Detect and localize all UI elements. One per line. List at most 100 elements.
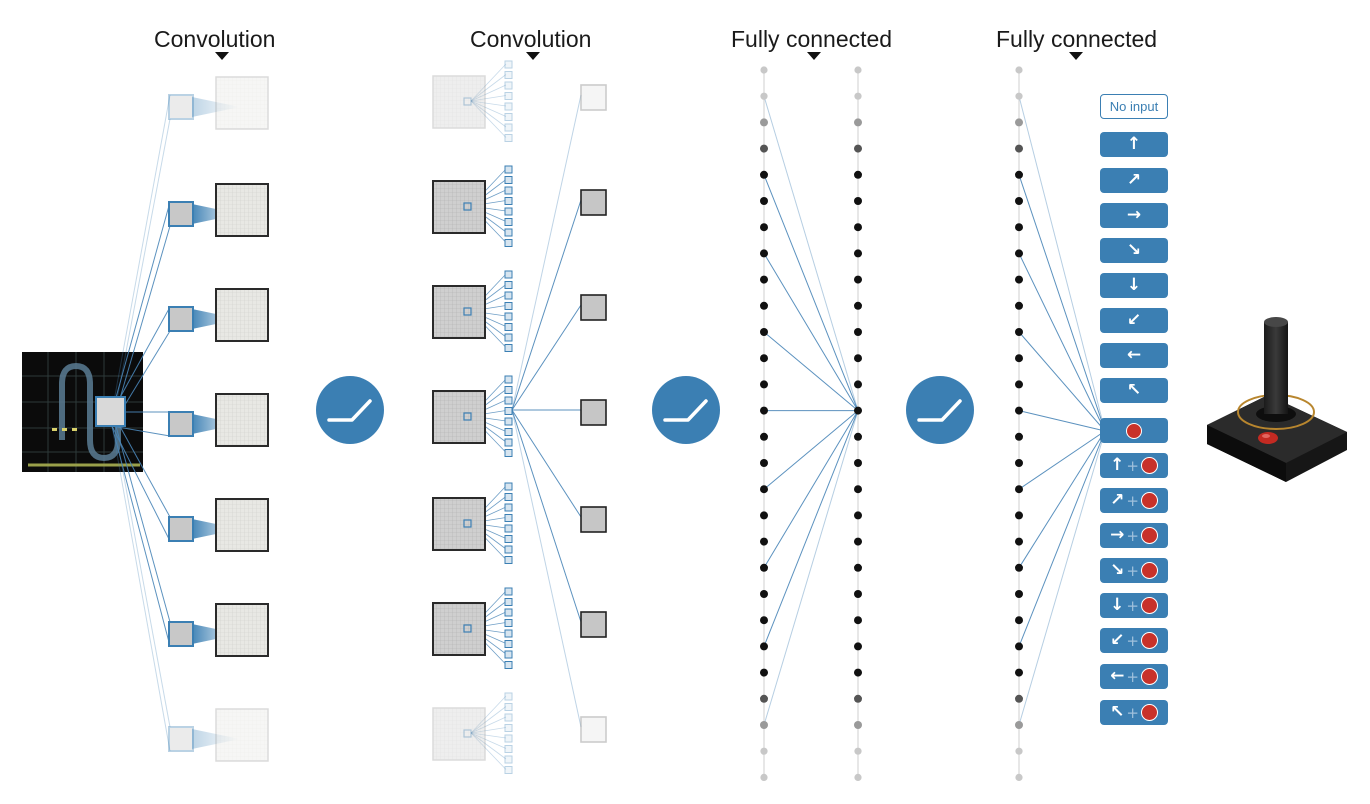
- conv1-connection: [111, 201, 171, 413]
- fc-neuron: [854, 380, 862, 389]
- arrow-left-icon: ←: [1110, 666, 1125, 686]
- fire-button-icon: [1140, 562, 1158, 579]
- arrow-down-icon: ↓: [1110, 595, 1125, 615]
- arrow-down-left-icon: ↙: [1110, 630, 1125, 650]
- fc-neuron: [1015, 144, 1023, 153]
- fc-neuron: [1015, 118, 1023, 127]
- conv2-channel-node: [504, 71, 513, 79]
- conv2-channel-node: [504, 650, 513, 659]
- conv2-input-map: [432, 180, 486, 234]
- plus-sign: +: [1126, 667, 1139, 686]
- conv2-channel-node: [504, 545, 513, 554]
- conv1-feature-map: [215, 498, 269, 552]
- conv2-output-map: [580, 716, 607, 743]
- plus-sign: +: [1126, 561, 1139, 580]
- conv2-channel-node: [504, 333, 513, 342]
- fc1-connection: [763, 410, 859, 726]
- joystick-icon: [1207, 317, 1347, 482]
- conv2-channel-node: [504, 239, 513, 247]
- action-down: ↓: [1100, 273, 1168, 298]
- fc-neuron: [760, 249, 768, 258]
- conv2-to-output-line: [511, 409, 582, 518]
- fc-neuron: [1015, 747, 1023, 755]
- conv2-input-map: [432, 285, 486, 339]
- conv2-input-map: [432, 707, 486, 761]
- fc-neuron: [854, 459, 862, 467]
- conv2-channel-node: [504, 587, 513, 596]
- fc-neuron: [1015, 275, 1023, 284]
- layer-marker-triangle: [526, 52, 540, 60]
- layer-marker-triangle: [1069, 52, 1083, 60]
- conv2-channel-node: [504, 186, 513, 195]
- fc-neuron: [760, 432, 768, 441]
- arrow-left-icon: ←: [1126, 345, 1142, 365]
- conv2-channel-node: [504, 134, 513, 142]
- conv1-filter-square: [168, 94, 194, 120]
- conv1-feature-map: [215, 183, 269, 237]
- fc-neuron: [760, 144, 768, 153]
- fc2-connection: [1018, 174, 1106, 432]
- fc-neuron: [760, 747, 768, 755]
- action-down-left: ↙: [1100, 308, 1168, 333]
- conv2-channel-node: [504, 724, 513, 732]
- conv1-connection: [111, 225, 171, 427]
- action-down-fire: ↓+: [1100, 593, 1168, 618]
- conv2-title: Convolution: [470, 26, 592, 52]
- conv1-filter-square: [168, 516, 194, 542]
- fire-button-icon: [1140, 457, 1158, 474]
- fc-neuron: [854, 616, 862, 625]
- conv2-channel-node: [504, 755, 513, 764]
- relu-curve: [663, 399, 708, 422]
- conv2-channel-node: [504, 92, 513, 100]
- conv2-channel-node: [504, 270, 513, 279]
- action-left-fire: ←+: [1100, 664, 1168, 689]
- conv2-kernel-marker: [463, 519, 472, 528]
- fc-neuron: [854, 66, 862, 74]
- conv1-feature-map: [215, 393, 269, 447]
- fc-neuron: [760, 459, 768, 467]
- conv2-input-map: [432, 390, 486, 444]
- fc2-title: Fully connected: [996, 26, 1158, 52]
- fc-neuron: [760, 66, 768, 74]
- no-input-label: No input: [1109, 99, 1159, 114]
- fc-neuron: [1015, 66, 1023, 74]
- conv2-input-map: [432, 497, 486, 551]
- conv2-to-output-line: [511, 199, 582, 411]
- action-right-fire: →+: [1100, 523, 1168, 548]
- conv1-title: Convolution: [154, 26, 276, 52]
- conv2-output-map: [580, 84, 607, 111]
- fc-neuron: [760, 406, 768, 415]
- conv1-feature-map: [215, 76, 269, 130]
- action-up-left: ↖: [1100, 378, 1168, 403]
- conv2-channel-node: [504, 113, 513, 121]
- arrow-down-left-icon: ↙: [1126, 310, 1142, 330]
- conv1-connection: [111, 425, 171, 752]
- fc1-connection: [763, 174, 859, 411]
- conv2-channel-node: [504, 734, 513, 743]
- conv2-channel-node: [504, 344, 513, 352]
- conv2-channel-node: [504, 766, 513, 774]
- conv2-channel-node: [504, 449, 513, 457]
- conv1-filter-square: [168, 306, 194, 332]
- conv2-output-map: [580, 611, 607, 638]
- layer-marker-triangle: [215, 52, 229, 60]
- conv2-channel-node: [504, 165, 513, 174]
- fc-neuron: [1015, 459, 1023, 467]
- action-right: →: [1100, 203, 1168, 228]
- conv2-channel-node: [504, 102, 513, 111]
- fc-neuron: [1015, 406, 1023, 415]
- fc2-connection: [1018, 430, 1106, 490]
- conv2-channel-node: [504, 428, 513, 436]
- conv2-channel-node: [504, 640, 513, 648]
- fc-neuron: [854, 406, 862, 415]
- fc-neuron: [1015, 773, 1023, 782]
- fc-neuron: [1015, 380, 1023, 389]
- fc2-connection: [1018, 430, 1106, 647]
- fc-neuron: [854, 668, 862, 677]
- conv2-channel-node: [504, 123, 513, 132]
- conv2-channel-node: [504, 386, 513, 394]
- fc-neuron: [1015, 92, 1023, 100]
- conv1-feature-map: [215, 603, 269, 657]
- fc2-connection: [1018, 331, 1106, 432]
